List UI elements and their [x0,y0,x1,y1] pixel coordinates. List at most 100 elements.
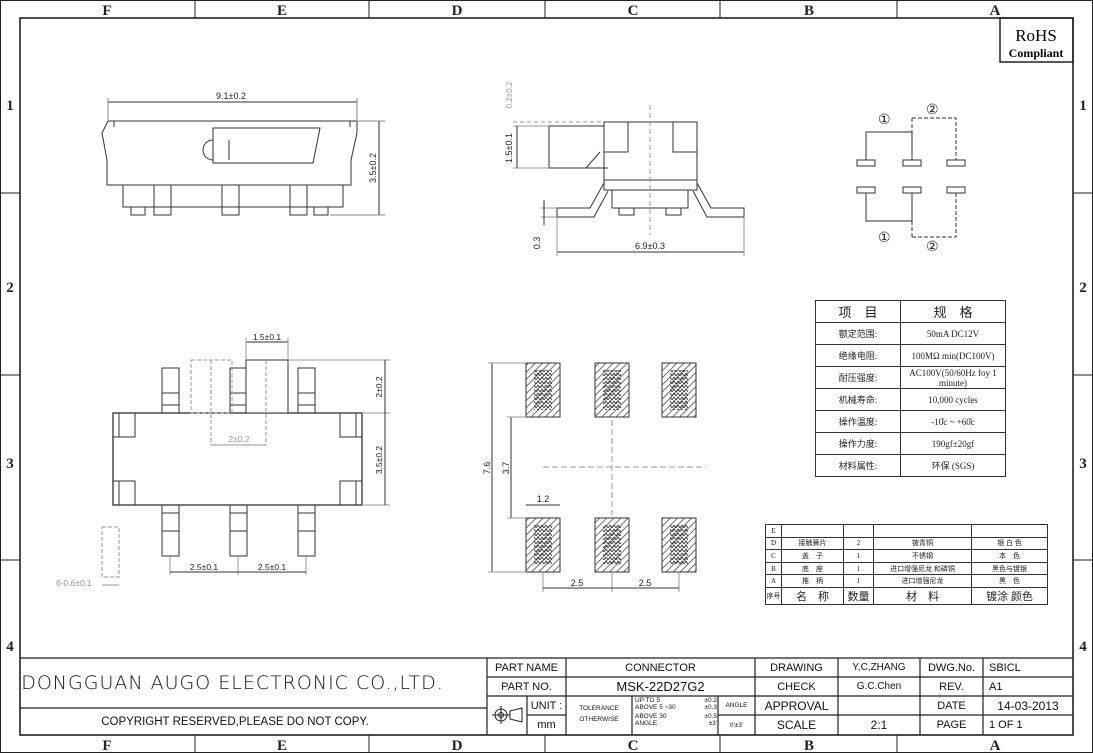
date-label: DATE [937,699,966,712]
otherwise-label: OTHERWISE [579,715,619,723]
bom-cell: 不锈钢 [873,549,972,563]
bom-cell: 推 柄 [781,574,844,588]
dim-height: 3.5±0.2 [368,153,378,183]
tol-value: ±0.2 [704,697,717,704]
spec-row: 额定范围:50mA DC12V [815,322,1006,345]
spec-item: 绝缘电阻: [815,344,901,367]
spec-item: 操作力度: [815,432,901,455]
page: 1 OF 1 [989,719,1023,731]
check-label: CHECK [777,680,816,693]
bom-cell: 黑色与镀银 [971,561,1048,576]
checked-by: G.C.Chen [856,681,902,692]
spec-value: 100MΩ min(DC100V) [900,344,1006,367]
tol-range: ABOVE 30 [635,713,667,720]
dim-overall: 7.6 [482,462,492,475]
bom-header: 序号名 称数量材 料镀涂 颜色 [765,586,1048,605]
pin-2-label: ② [926,238,939,254]
rohs-subtitle: Compliant [1009,46,1064,60]
tol-range: ANGLE [635,720,658,727]
tol-value: ±3' [708,720,717,727]
spec-item: 额定范围: [815,322,901,345]
col-label: D [452,3,463,19]
bom-cell: 1 [843,574,874,588]
spec-header: 规 格 [900,300,1006,323]
row-label: 4 [1079,639,1087,655]
spec-row: 绝缘电阻:100MΩ min(DC100V) [815,344,1006,367]
top-view [101,338,390,586]
spec-value: AC100V(50/60Hz foy 1 minute) [900,366,1006,389]
pin-2-label: ② [926,101,939,117]
bom-cell: A [765,574,782,588]
spec-row: 机械寿命:10,000 cycles [815,388,1006,411]
spec-value: 190gf±20gf [900,432,1006,455]
tol-range: UP TO 5 [635,697,660,704]
spec-value: 50mA DC12V [900,322,1006,345]
part-name: CONNECTOR [625,661,696,674]
row-label: 1 [6,98,14,114]
dwg-no: SBICL [989,661,1021,674]
dim-pitch: 2.5 [571,578,584,588]
spec-header: 项 目 [815,300,901,323]
angle-value: 0'±3' [729,721,744,729]
col-label: F [102,3,111,19]
bom-header-cell: 序号 [765,586,782,605]
tolerance-row: UP TO 5 ±0.2 [635,697,717,704]
date: 14-03-2013 [997,698,1059,713]
bom-cell [971,524,1048,538]
col-label: A [990,3,1001,19]
part-no-label: PART NO. [501,680,552,693]
approval-label: APPROVAL [764,698,829,713]
dim-pitch: 2.5±0.1 [190,562,219,572]
bom-cell: 底 座 [781,561,844,576]
col-label: C [628,3,639,19]
bom-cell: B [765,561,782,576]
drawn-by: Y,C,ZHANG [852,662,906,673]
title-block-grid [20,657,1073,735]
spec-value: 环保 (SGS) [900,454,1006,477]
pad [525,362,561,418]
bom-cell: 1 [843,549,874,563]
rev: A1 [989,680,1003,693]
spec-row: 材料属性:环保 (SGS) [815,454,1006,477]
top-view-labels: 1.5±0.1 2±0.2 2±0.2 3.5±0.2 2.5±0.1 2.5±… [56,332,384,588]
spec-item: 材料属性: [815,454,901,477]
pcb-footprint [488,362,706,592]
spec-row: 操作力度:190gf±20gf [815,432,1006,455]
bom-cell: 铍青铜 [873,536,972,551]
row-label: 3 [1079,456,1087,472]
bom-row: E [765,524,1048,538]
dim-actuator-height: 2±0.2 [374,376,384,397]
spec-row: 耐压强度:AC100V(50/60Hz foy 1 minute) [815,366,1006,389]
pad [594,362,630,418]
bom-cell: 本 色 [971,549,1048,563]
dim-pitch: 2.5±0.1 [258,562,287,572]
dim-actuator-width: 1.5±0.1 [253,332,282,342]
dim-pitch: 2.5 [639,578,652,588]
bom-cell: 2 [843,536,874,551]
unit: mm [537,719,556,731]
page-label: PAGE [936,719,967,731]
col-label: E [277,3,287,19]
side-view [101,98,385,216]
dim-width: 6.9±0.3 [635,241,665,251]
bom-cell: 进口增强尼龙 [873,574,972,588]
dim-pad-width: 1.2 [537,494,550,504]
tolerance-row: ABOVE 5 ~30±0.3 [635,704,717,711]
spec-row: 操作温度:-10̊c ~ +60̊c [815,410,1006,433]
row-label: 3 [6,456,14,472]
tol-range: ABOVE 5 ~30 [635,704,676,711]
schematic [856,117,966,238]
footprint-labels: 7.6 3.7 1.2 2.5 2.5 [482,462,651,588]
bom-cell: E [765,524,782,538]
pad [661,362,697,418]
tolerance-table: UP TO 5±0.2 ABOVE 5 ~30±0.3 ABOVE 30±0.5… [635,697,717,727]
pin-1-label: ① [878,111,891,127]
drawing-label: DRAWING [770,661,823,674]
spec-header-row: 项 目规 格 [815,300,1006,323]
tolerance-row: ANGLE ±3' [635,720,717,727]
bom-cell [781,524,844,538]
spec-value: -10̊c ~ +60̊c [900,410,1006,433]
row-label: 2 [1079,280,1087,296]
